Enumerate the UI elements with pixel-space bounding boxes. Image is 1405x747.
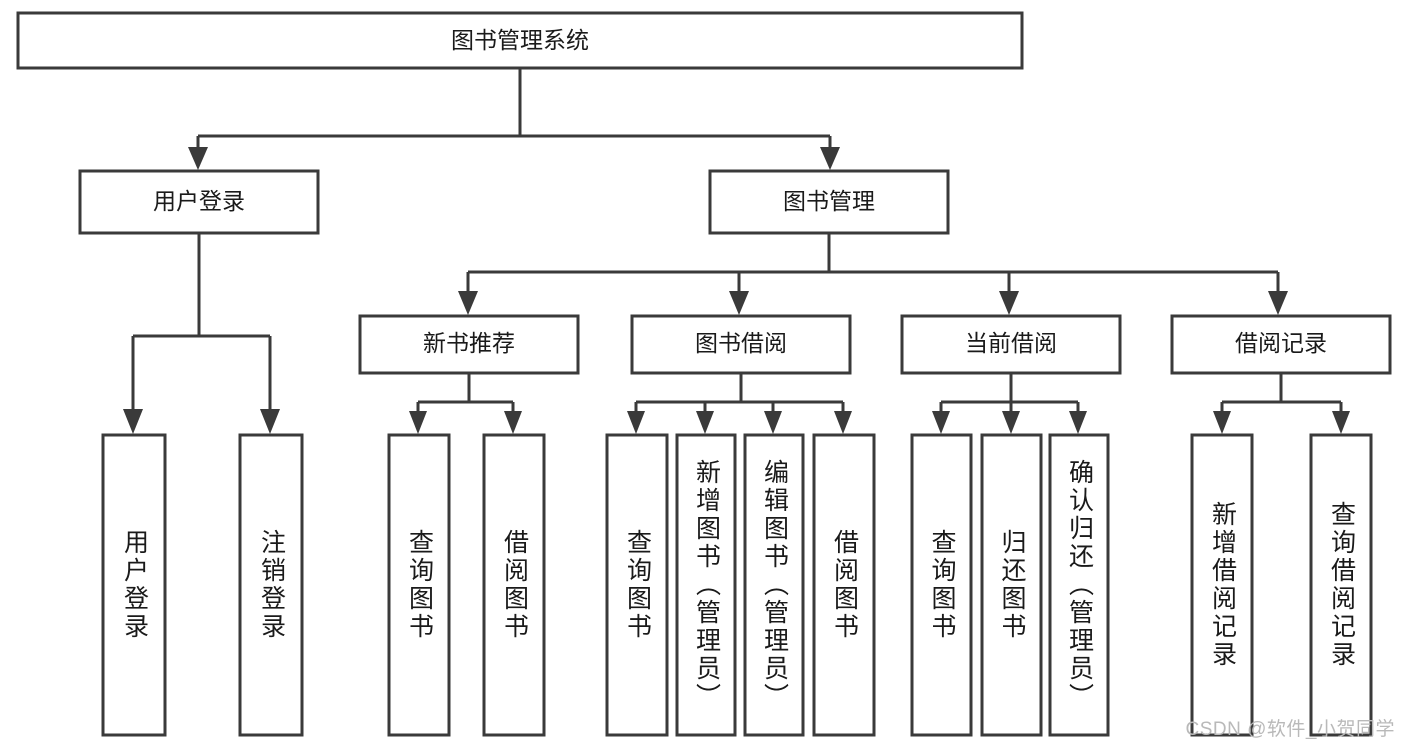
leaf-label-wrap-query-book-1: 查询图书 [389, 435, 449, 735]
leaf-box-query-book-1[interactable] [387, 433, 451, 737]
leaf-label-wrap-query-book-2: 查询图书 [607, 435, 667, 735]
arrow-head-icon [1213, 411, 1231, 434]
book-borrow-label: 图书借阅 [695, 330, 787, 356]
arrow-head-icon [834, 411, 852, 434]
book-management-label: 图书管理 [783, 188, 875, 214]
node-new-book-recommend[interactable]: 新书推荐 [358, 314, 580, 375]
leaf-label-user-login: 用户登录 [120, 529, 149, 641]
leaf-label-wrap-logout-login: 注销登录 [240, 435, 302, 735]
leaf-label-wrap-confirm-return-admin: 确认归还（管理员） [1050, 435, 1108, 735]
leaf-box-borrow-book-2[interactable] [812, 433, 876, 737]
leaf-label-wrap-query-book-3: 查询图书 [912, 435, 971, 735]
leaf-label-confirm-return-admin: 确认归还（管理员） [1065, 459, 1094, 711]
arrow-head-icon [409, 411, 427, 434]
connector-borrow-record-to-leaves [1213, 373, 1350, 434]
leaf-box-query-borrow-record[interactable] [1309, 433, 1373, 737]
leaf-label-wrap-edit-book-admin: 编辑图书（管理员） [745, 435, 803, 735]
leaf-box-edit-book-admin[interactable] [743, 433, 805, 737]
leaf-label-wrap-add-book-admin: 新增图书（管理员） [677, 435, 735, 735]
leaf-label-logout-login: 注销登录 [257, 529, 286, 641]
leaf-label-wrap-borrow-book-1: 借阅图书 [484, 435, 544, 735]
arrow-head-icon [1268, 291, 1288, 315]
connector-current-borrow-to-leaves [932, 373, 1087, 434]
arrow-head-icon [123, 409, 143, 434]
leaf-box-return-book[interactable] [980, 433, 1043, 737]
leaf-box-add-borrow-record[interactable] [1190, 433, 1254, 737]
connector-new-book-recommend-to-leaves [409, 373, 522, 434]
leaf-label-return-book: 归还图书 [998, 529, 1026, 641]
arrow-head-icon [999, 291, 1019, 315]
leaf-label-borrow-book-1: 借阅图书 [500, 529, 529, 641]
arrow-head-icon [504, 411, 522, 434]
borrow-record-label: 借阅记录 [1235, 330, 1327, 356]
connector-root-to-level2 [188, 68, 840, 170]
leaf-label-add-borrow-record: 新增借阅记录 [1208, 501, 1237, 669]
leaf-label-query-book-2: 查询图书 [623, 529, 652, 641]
node-borrow-record[interactable]: 借阅记录 [1170, 314, 1392, 375]
node-user-login[interactable]: 用户登录 [78, 169, 320, 235]
arrow-head-icon [627, 411, 645, 434]
new-book-recommend-box-shape [358, 314, 580, 375]
leaf-label-wrap-borrow-book-2: 借阅图书 [814, 435, 874, 735]
leaf-label-edit-book-admin: 编辑图书（管理员） [760, 459, 789, 711]
leaf-label-wrap-query-borrow-record: 查询借阅记录 [1311, 435, 1371, 735]
arrow-head-icon [458, 291, 478, 315]
leaf-box-add-book-admin[interactable] [675, 433, 737, 737]
leaf-label-query-book-1: 查询图书 [405, 529, 434, 641]
leaf-box-user-login[interactable] [101, 433, 167, 737]
leaf-label-query-borrow-record: 查询借阅记录 [1327, 501, 1356, 669]
arrow-head-icon [1332, 411, 1350, 434]
leaf-box-query-book-3[interactable] [910, 433, 973, 737]
arrow-head-icon [260, 409, 280, 434]
book-borrow-box-shape [630, 314, 852, 375]
leaf-label-wrap-add-borrow-record: 新增借阅记录 [1192, 435, 1252, 735]
arrow-head-icon [932, 411, 950, 434]
root-label: 图书管理系统 [451, 27, 589, 53]
arrow-head-icon [1069, 411, 1087, 434]
leaf-box-borrow-book-1[interactable] [482, 433, 546, 737]
node-book-borrow[interactable]: 图书借阅 [630, 314, 852, 375]
leaf-label-wrap-return-book: 归还图书 [982, 435, 1041, 735]
connector-book-borrow-to-leaves [627, 373, 852, 434]
arrow-head-icon [820, 147, 840, 170]
current-borrow-box-shape [900, 314, 1122, 375]
node-root-book-management-system[interactable]: 图书管理系统 [16, 11, 1024, 70]
node-current-borrow[interactable]: 当前借阅 [900, 314, 1122, 375]
root-box-shape [16, 11, 1024, 70]
arrow-head-icon [1002, 411, 1020, 434]
leaf-box-query-book-2[interactable] [605, 433, 669, 737]
leaf-label-query-book-3: 查询图书 [928, 529, 956, 641]
connector-book-management-to-level3 [458, 233, 1288, 315]
node-book-management[interactable]: 图书管理 [708, 169, 950, 235]
arrow-head-icon [729, 291, 749, 315]
arrow-head-icon [188, 147, 208, 170]
csdn-watermark: CSDN @软件_小贺同学 [1185, 719, 1395, 740]
leaf-label-add-book-admin: 新增图书（管理员） [692, 459, 721, 711]
current-borrow-label: 当前借阅 [965, 330, 1057, 356]
leaf-label-borrow-book-2: 借阅图书 [830, 529, 859, 641]
arrow-head-icon [764, 411, 782, 434]
leaf-box-confirm-return-admin[interactable] [1048, 433, 1110, 737]
user-login-label: 用户登录 [153, 188, 245, 214]
connector-user-login-to-leaves [123, 233, 280, 434]
arrow-head-icon [696, 411, 714, 434]
new-book-recommend-label: 新书推荐 [423, 330, 515, 356]
leaf-label-wrap-user-login: 用户登录 [103, 435, 165, 735]
leaf-box-logout-login[interactable] [238, 433, 304, 737]
